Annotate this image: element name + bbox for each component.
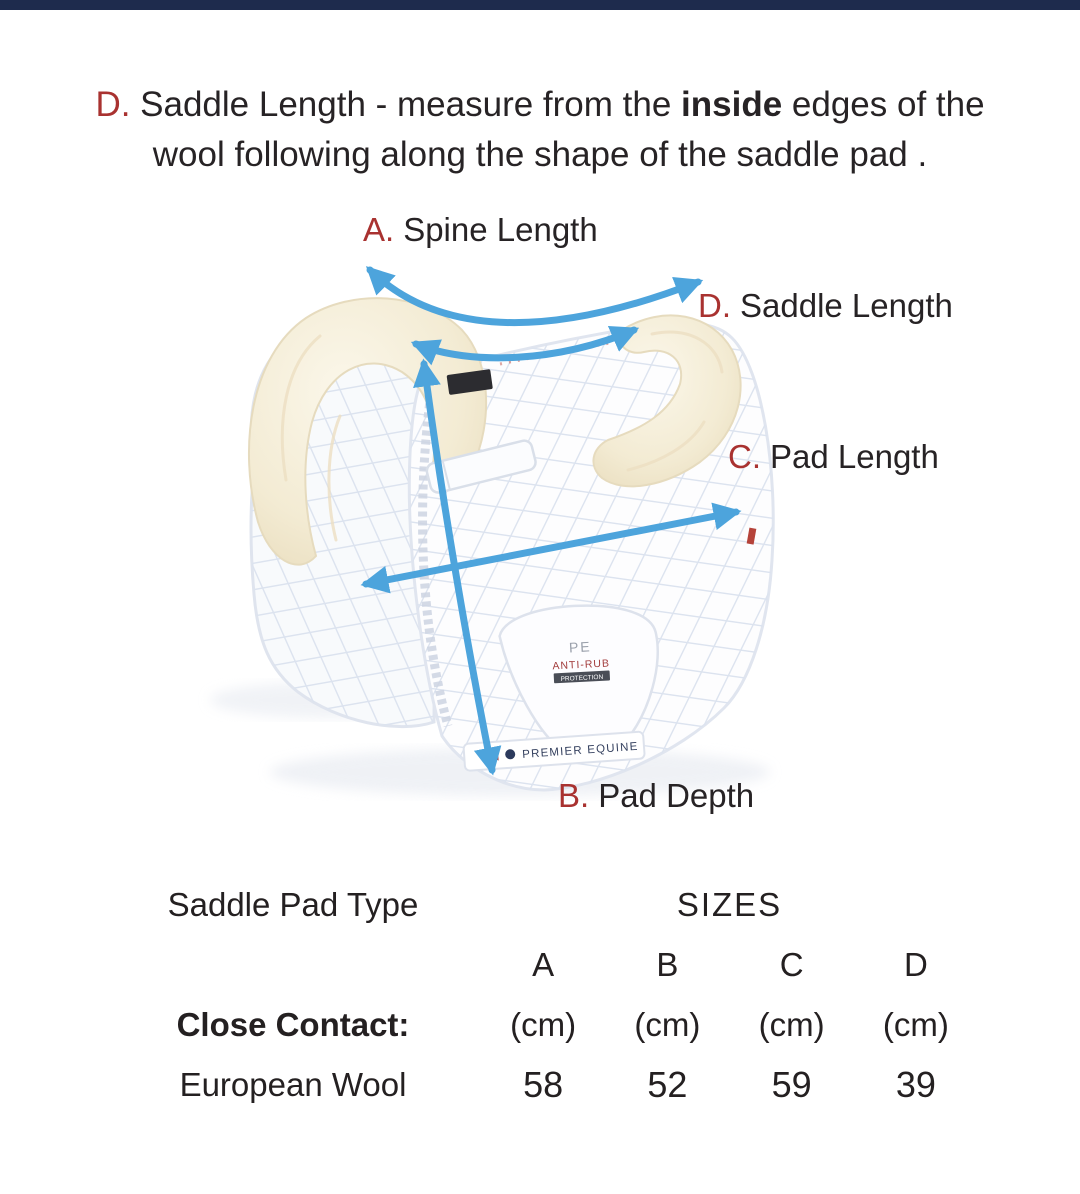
value-b: 52 — [647, 1064, 688, 1105]
label-saddle-letter: D. — [698, 287, 731, 324]
pad-depth-arrow — [413, 358, 502, 776]
unit-c: (cm) — [758, 1006, 825, 1043]
pe-logo-text: PE — [569, 638, 592, 655]
col-header-pad-type: Saddle Pad Type — [167, 886, 419, 923]
spine-length-arrow — [365, 266, 704, 327]
size-col-a: A — [532, 946, 555, 983]
value-a: 58 — [523, 1064, 564, 1105]
unit-b: (cm) — [634, 1006, 701, 1043]
value-d: 39 — [895, 1064, 936, 1105]
size-col-d: D — [903, 946, 928, 983]
label-pad-depth: B.Pad Depth — [558, 777, 754, 815]
label-pad-depth-letter: B. — [558, 777, 590, 814]
label-pad-length-letter: C. — [728, 438, 761, 475]
size-col-c: C — [779, 946, 804, 983]
product-name-line2: European Wool — [179, 1066, 407, 1103]
protection-text: PROTECTION — [560, 674, 603, 683]
heading-text-2: edges of the — [782, 85, 985, 124]
size-col-b: B — [656, 946, 679, 983]
saddle-length-arrow — [410, 326, 640, 366]
label-spine-text: Spine Length — [403, 211, 598, 248]
unit-a: (cm) — [510, 1006, 577, 1043]
label-pad-length-text: Pad Length — [770, 438, 939, 475]
heading-letter: D. — [95, 85, 131, 124]
value-c: 59 — [771, 1064, 812, 1105]
col-header-sizes: SIZES — [676, 886, 783, 923]
page-title: D. Saddle Length - measure from the insi… — [0, 80, 1080, 180]
brand-navy-dot — [505, 749, 516, 760]
label-spine-letter: A. — [363, 211, 395, 248]
label-spine-length: A.Spine Length — [363, 211, 598, 249]
label-pad-length: C.Pad Length — [728, 438, 939, 476]
right-wool-trim — [592, 314, 742, 488]
pe-anti-rub-panel: PE ANTI-RUB PROTECTION — [498, 604, 659, 760]
unit-d: (cm) — [882, 1006, 949, 1043]
heading-line-2: wool following along the shape of the sa… — [152, 135, 928, 174]
heading-bold-word: inside — [681, 85, 783, 124]
product-name-bold: Close Contact: — [176, 1006, 410, 1043]
label-pad-depth-text: Pad Depth — [598, 777, 755, 814]
label-saddle-text: Saddle Length — [740, 287, 953, 324]
label-saddle-length: D.Saddle Length — [698, 287, 953, 325]
red-edge-tag — [746, 527, 757, 545]
sizes-table: Saddle Pad Type SIZES A B C D Close Cont… — [105, 875, 978, 1115]
top-navy-bar — [0, 0, 1080, 10]
anti-rub-text: ANTI-RUB — [552, 657, 610, 672]
heading-text-1: Saddle Length - measure from the — [130, 85, 682, 124]
